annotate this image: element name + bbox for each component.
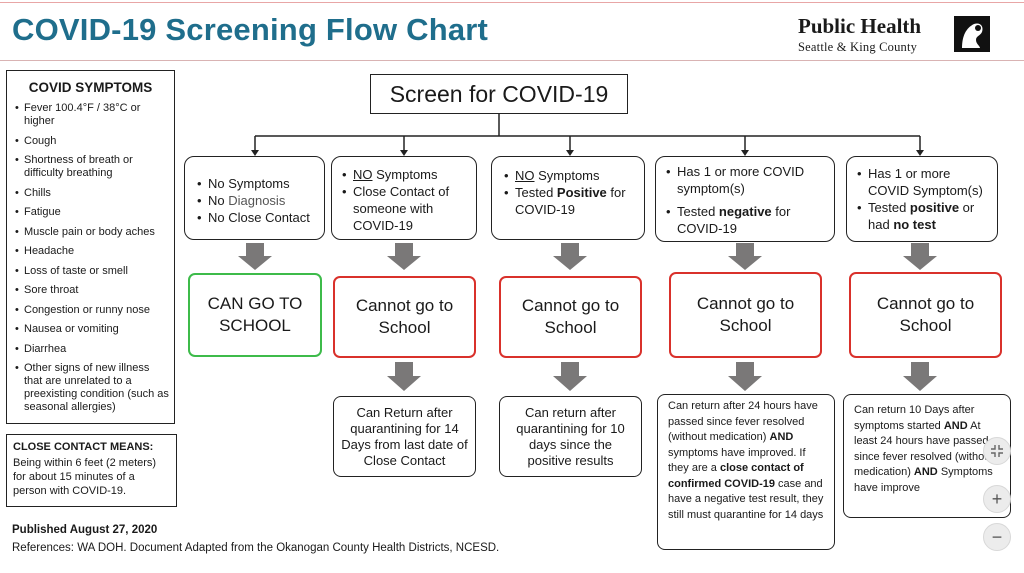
condition-item: Has 1 or more COVID Symptom(s) (857, 165, 993, 199)
references: References: WA DOH. Document Adapted fro… (12, 542, 500, 554)
fit-screen-button[interactable] (983, 437, 1011, 465)
down-arrow-icon (728, 362, 762, 391)
symptoms-panel: COVID SYMPTOMS Fever 100.4°F / 38°C or h… (6, 70, 175, 424)
title-rule (0, 60, 1024, 61)
plus-icon: + (991, 488, 1003, 509)
condition-item: Close Contact of someone with COVID-19 (342, 183, 472, 234)
symptom-item: Cough (15, 135, 170, 148)
symptom-item: Nausea or vomiting (15, 323, 170, 336)
zoom-out-button[interactable]: − (983, 523, 1011, 551)
arrowhead (916, 150, 924, 156)
condition-item: NO Symptoms (342, 166, 472, 183)
symptom-item: Other signs of new illness that are unre… (15, 362, 170, 414)
down-arrow-icon (728, 243, 762, 270)
condition-item: No Close Contact (197, 209, 324, 226)
logo-name: Public Health (798, 14, 922, 38)
close-contact-title: CLOSE CONTACT MEANS: (13, 441, 154, 453)
condition-box: NO Symptoms Tested Positive for COVID-19 (491, 156, 645, 240)
public-health-logo-icon (952, 14, 992, 54)
arrowhead (566, 150, 574, 156)
symptom-item: Chills (15, 187, 170, 200)
condition-item: No Symptoms (197, 175, 324, 192)
condition-box: Has 1 or more COVID Symptom(s) Tested po… (846, 156, 998, 242)
top-rule (0, 2, 1024, 3)
symptom-item: Fever 100.4°F / 38°C or higher (15, 102, 170, 128)
condition-box: Has 1 or more COVID symptom(s) Tested ne… (655, 156, 835, 242)
arrowhead (741, 150, 749, 156)
symptom-item: Loss of taste or smell (15, 265, 170, 278)
logo-subtitle: Seattle & King County (798, 40, 918, 54)
arrowhead (251, 150, 259, 156)
zoom-in-button[interactable]: + (983, 485, 1011, 513)
return-conditions-box: Can Return after quarantining for 14 Day… (333, 396, 476, 477)
down-arrow-icon (903, 243, 937, 270)
down-arrow-icon (903, 362, 937, 391)
symptom-item: Sore throat (15, 284, 170, 297)
close-contact-panel: CLOSE CONTACT MEANS: Being within 6 feet… (6, 434, 177, 507)
symptom-item: Muscle pain or body aches (15, 226, 170, 239)
symptom-item: Congestion or runny nose (15, 304, 170, 317)
screen-for-covid-box: Screen for COVID-19 (370, 74, 628, 114)
condition-item: NO Symptoms (504, 167, 640, 184)
published-date: Published August 27, 2020 (12, 524, 158, 536)
down-arrow-icon (553, 243, 587, 270)
condition-item: Tested negative for COVID-19 (666, 203, 830, 237)
collapse-arrows-icon (991, 445, 1003, 457)
down-arrow-icon (553, 362, 587, 391)
condition-item: Tested Positive for COVID-19 (504, 184, 640, 218)
down-arrow-icon (387, 362, 421, 391)
condition-box: NO Symptoms Close Contact of someone wit… (331, 156, 477, 240)
minus-icon: − (991, 526, 1003, 547)
symptoms-list: Fever 100.4°F / 38°C or higher Cough Sho… (7, 102, 174, 414)
symptoms-title: COVID SYMPTOMS (28, 80, 153, 95)
symptom-item: Headache (15, 245, 170, 258)
page-title: COVID-19 Screening Flow Chart (12, 12, 489, 47)
condition-item: Tested positive or had no test (857, 199, 993, 233)
condition-item: Has 1 or more COVID symptom(s) (666, 163, 830, 197)
symptom-item: Diarrhea (15, 343, 170, 356)
return-conditions-box: Can return after quarantining for 10 day… (499, 396, 642, 477)
close-contact-text: Being within 6 feet (2 meters) for about… (13, 457, 157, 497)
symptom-item: Fatigue (15, 206, 170, 219)
condition-box: No Symptoms No Diagnosis No Close Contac… (184, 156, 325, 240)
condition-item: No Diagnosis (197, 192, 324, 209)
down-arrow-icon (238, 243, 272, 270)
arrowhead (400, 150, 408, 156)
down-arrow-icon (387, 243, 421, 270)
symptom-item: Shortness of breath or difficulty breath… (15, 154, 170, 180)
return-conditions-box: Can return after 24 hours have passed si… (657, 394, 835, 550)
